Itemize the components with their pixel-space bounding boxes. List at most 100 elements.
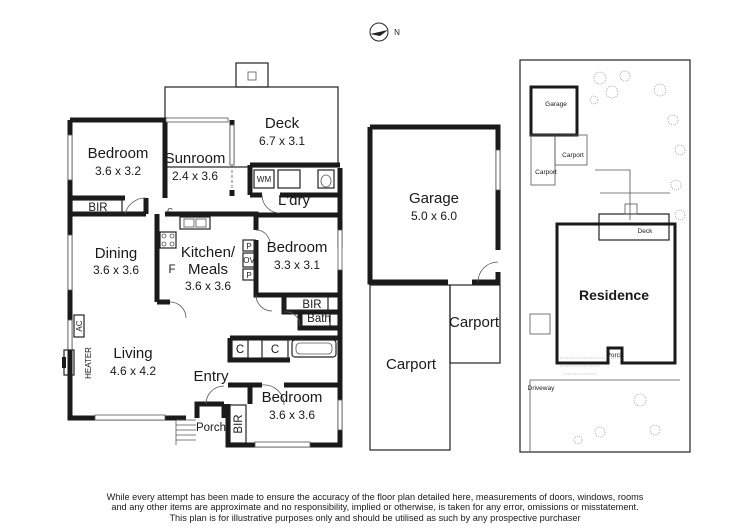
ac-label: AC bbox=[75, 320, 84, 331]
carport-front-outline bbox=[369, 284, 451, 451]
garage-door-swing bbox=[477, 261, 499, 283]
bathtub bbox=[291, 339, 337, 358]
chimney bbox=[235, 62, 269, 88]
site-paving bbox=[595, 169, 670, 220]
room-dims-garage: 5.0 x 6.0 bbox=[411, 209, 457, 223]
washing-machine-box bbox=[253, 169, 275, 189]
bathtub-inner bbox=[295, 342, 333, 355]
porch-steps bbox=[175, 419, 196, 445]
pantry-bottom-box bbox=[242, 268, 256, 281]
room-name-carport-front: Carport bbox=[386, 356, 437, 373]
shrub bbox=[594, 426, 606, 438]
window bbox=[67, 319, 73, 351]
room-name-bedroom3: Bedroom bbox=[262, 389, 323, 406]
room-name-porch: Porch bbox=[196, 422, 226, 434]
room-dims-deck: 6.7 x 3.1 bbox=[259, 134, 305, 148]
room-name-laundry: L'dry bbox=[278, 192, 311, 209]
ac-unit bbox=[73, 314, 85, 338]
site-chimney bbox=[624, 203, 638, 215]
room-dims-bedroom2: 3.3 x 3.1 bbox=[274, 258, 320, 272]
window bbox=[337, 229, 343, 271]
shrub bbox=[573, 435, 583, 445]
toilet-box bbox=[317, 169, 335, 189]
site-gate bbox=[529, 313, 551, 335]
bir-box-bedroom3 bbox=[229, 404, 247, 444]
shrub bbox=[670, 179, 682, 191]
site-plan: Garage Carport Carport Deck Residence Po… bbox=[519, 59, 691, 453]
compass-north-label: N bbox=[394, 28, 400, 37]
door-swing bbox=[169, 301, 187, 319]
burner bbox=[169, 241, 175, 247]
oven-label: OV bbox=[243, 256, 255, 265]
disclaimer-line-1: While every attempt has been made to ens… bbox=[106, 492, 644, 502]
site-label-garage: Garage bbox=[545, 101, 567, 108]
door-swing bbox=[255, 229, 271, 245]
pantry-bottom-label: P bbox=[246, 271, 251, 280]
room-name-bedroom1: Bedroom bbox=[88, 145, 149, 162]
door-swing bbox=[261, 194, 281, 214]
room-dims-kitchen: 3.6 x 3.6 bbox=[185, 279, 231, 293]
chimney-flue bbox=[247, 71, 257, 81]
garden-bed bbox=[560, 357, 620, 375]
room-name-kitchen-line2: Meals bbox=[188, 261, 228, 278]
window bbox=[165, 117, 229, 123]
heater-label: HEATER bbox=[84, 347, 93, 379]
room-name-bath: Bath bbox=[307, 313, 331, 325]
garage-window bbox=[495, 149, 501, 191]
site-label-porch: Porch bbox=[607, 352, 624, 359]
site-deck bbox=[598, 213, 670, 241]
room-dims-bedroom1: 3.6 x 3.2 bbox=[95, 164, 141, 178]
disclaimer-line-2: and any other items are approximate and … bbox=[111, 502, 639, 513]
burner bbox=[161, 241, 167, 247]
fridge-label: F bbox=[168, 264, 175, 276]
linen-label-1: C bbox=[236, 344, 244, 356]
cupboard-label: C bbox=[167, 207, 173, 216]
linen-label-2: C bbox=[271, 344, 279, 356]
shrub bbox=[619, 70, 631, 82]
door-swing bbox=[205, 385, 225, 405]
site-label-carport-top: Carport bbox=[562, 152, 584, 159]
entry-walls bbox=[228, 382, 340, 404]
window bbox=[94, 414, 166, 421]
room-name-dining: Dining bbox=[95, 245, 138, 262]
door-swing bbox=[124, 197, 147, 215]
sink-bowl bbox=[195, 218, 207, 228]
room-name-kitchen-line1: Kitchen/ bbox=[181, 244, 236, 261]
bir-label-bedroom2: BIR bbox=[302, 299, 321, 311]
shrub bbox=[674, 209, 686, 221]
disclaimer: While every attempt has been made to ens… bbox=[0, 492, 750, 523]
bath-walls bbox=[227, 295, 340, 363]
bir-box-bedroom1 bbox=[71, 199, 123, 214]
window bbox=[229, 124, 235, 166]
pantry-top-label: P bbox=[246, 242, 251, 251]
room-dims-living: 4.6 x 4.2 bbox=[110, 364, 156, 378]
laundry-trough bbox=[277, 169, 301, 189]
cooktop bbox=[159, 231, 177, 249]
wm-label: WM bbox=[257, 175, 272, 184]
shrub bbox=[593, 71, 607, 85]
door-swing bbox=[283, 311, 301, 327]
pantry-top-box bbox=[242, 239, 256, 252]
burner bbox=[161, 233, 167, 239]
site-driveway-edge bbox=[529, 379, 680, 452]
garage-walls bbox=[367, 124, 501, 285]
kitchen-sink bbox=[179, 216, 211, 230]
shrub bbox=[649, 424, 661, 436]
compass-needle-icon bbox=[370, 30, 388, 36]
window bbox=[337, 399, 343, 431]
shrub bbox=[653, 83, 667, 97]
room-name-sunroom: Sunroom bbox=[165, 150, 226, 167]
sink-bowl bbox=[183, 218, 195, 228]
compass-icon bbox=[369, 22, 389, 42]
room-dims-dining: 3.6 x 3.6 bbox=[93, 263, 139, 277]
shrub bbox=[633, 393, 647, 407]
linen-cupboard-2 bbox=[261, 339, 289, 359]
bir-box-bedroom2 bbox=[283, 295, 329, 312]
carport-side-outline bbox=[449, 284, 501, 364]
toilet-bowl bbox=[320, 174, 332, 188]
garage-plan: Garage 5.0 x 6.0 Carport Carport bbox=[367, 124, 501, 451]
oven-box bbox=[242, 252, 256, 268]
interior-walls bbox=[70, 195, 232, 217]
linen-cupboard-1 bbox=[231, 339, 249, 359]
shrub bbox=[667, 114, 679, 126]
